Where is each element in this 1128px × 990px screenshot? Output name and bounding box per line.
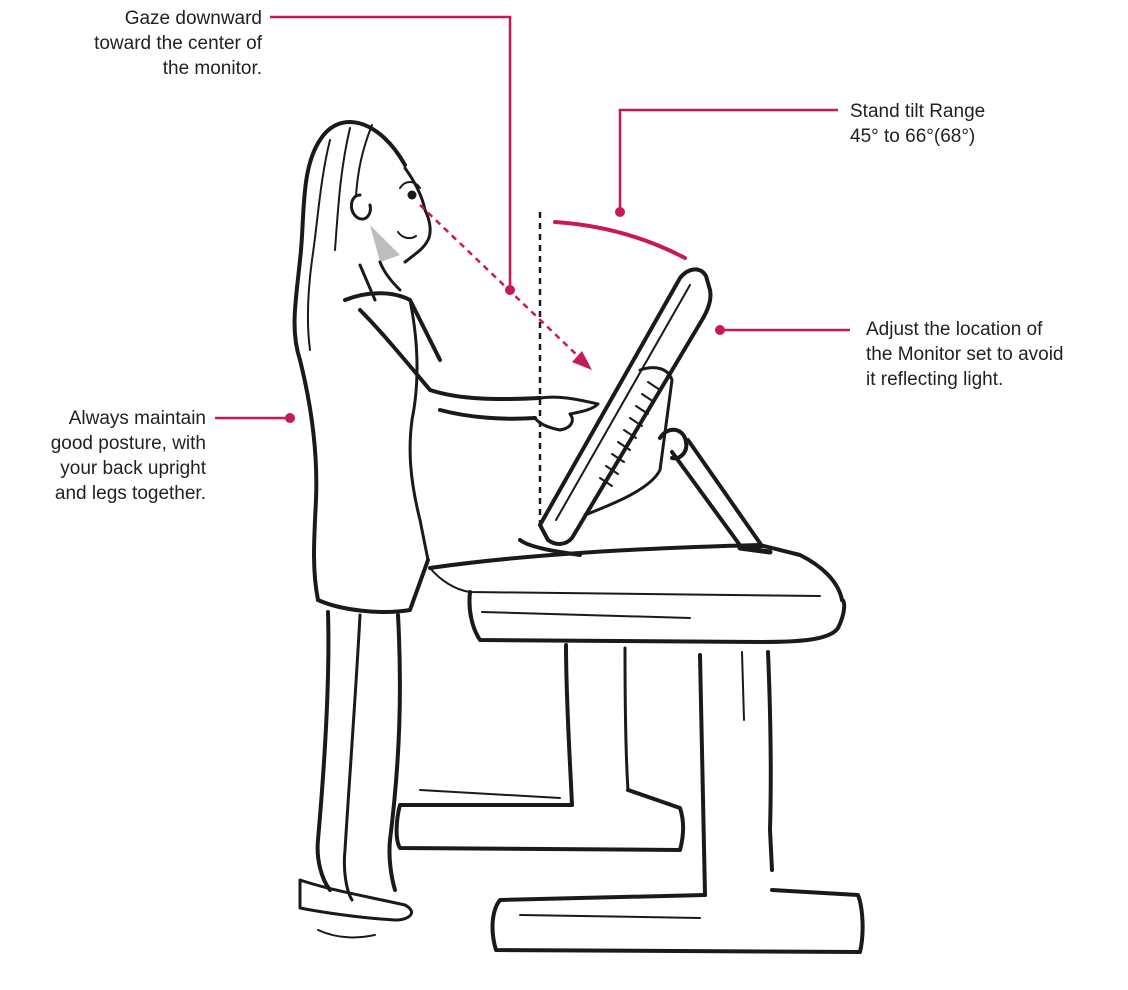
- posture-line-3: your back upright: [51, 456, 206, 481]
- desk-illustration: [397, 545, 863, 952]
- tilt-line-2: 45° to 66°(68°): [850, 124, 985, 149]
- location-annotation: Adjust the location of the Monitor set t…: [866, 317, 1064, 392]
- standing-person-illustration: [295, 122, 598, 937]
- posture-annotation: Always maintain good posture, with your …: [51, 406, 206, 506]
- vent-hatching: [600, 382, 660, 486]
- posture-dot: [285, 413, 295, 423]
- gaze-dot: [505, 285, 515, 295]
- tilt-dot: [615, 207, 625, 217]
- tilt-annotation: Stand tilt Range 45° to 66°(68°): [850, 99, 985, 149]
- gaze-line-1: Gaze downward: [94, 6, 262, 31]
- location-line-3: it reflecting light.: [866, 367, 1064, 392]
- posture-line-4: and legs together.: [51, 481, 206, 506]
- posture-line-1: Always maintain: [51, 406, 206, 431]
- location-line-1: Adjust the location of: [866, 317, 1064, 342]
- gaze-line-3: the monitor.: [94, 56, 262, 81]
- gaze-line-2: toward the center of: [94, 31, 262, 56]
- location-dot: [715, 325, 725, 335]
- touch-monitor-illustration: [520, 269, 770, 555]
- tilt-leader-line: [620, 110, 838, 212]
- posture-line-2: good posture, with: [51, 431, 206, 456]
- gaze-annotation: Gaze downward toward the center of the m…: [94, 6, 262, 81]
- tilt-range-arc: [555, 222, 685, 258]
- leader-lines: [215, 17, 850, 418]
- tilt-line-1: Stand tilt Range: [850, 99, 985, 124]
- location-line-2: the Monitor set to avoid: [866, 342, 1064, 367]
